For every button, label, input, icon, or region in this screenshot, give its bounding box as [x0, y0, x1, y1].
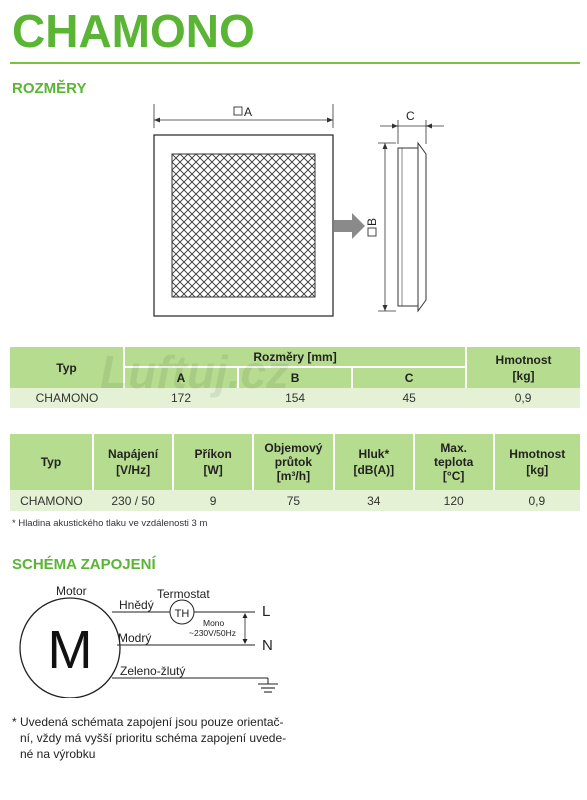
table2-cell-power-supply: 230 / 50: [111, 493, 155, 508]
voltage-label: ~230V/50Hz: [189, 628, 237, 638]
thermostat-symbol: TH: [175, 608, 190, 620]
table2-header-type: Typ: [10, 434, 94, 490]
section-wiring-heading: SCHÉMA ZAPOJENÍ: [12, 556, 156, 573]
motor-label: Motor: [56, 584, 87, 598]
dimension-c-label: C: [406, 109, 415, 123]
table1-header-group: Rozměry [mm]: [123, 347, 468, 368]
table1-header-c: C: [352, 367, 468, 388]
table1-header-type: Typ: [10, 347, 125, 388]
dimension-a-label: A: [244, 105, 252, 119]
table2-cell-weight: 0,9: [528, 493, 546, 508]
wiring-diagram: M TH: [19, 597, 278, 698]
table2-header-power: Příkon[W]: [173, 434, 254, 490]
line-terminal-label: L: [262, 603, 271, 620]
table2-cell-power: 9: [209, 493, 217, 508]
table-row: CHAMONO 172 154 45 0,9: [10, 388, 580, 408]
thermostat-label: Termostat: [157, 587, 210, 601]
table1-header-b: B: [238, 367, 354, 388]
table1-cell-a: 172: [170, 391, 192, 405]
table2-header-weight: Hmotnost[kg]: [509, 447, 566, 477]
title-divider: [10, 62, 580, 64]
table1-cell-weight: 0,9: [514, 391, 532, 405]
section-dimensions-heading: ROZMĚRY: [12, 80, 87, 97]
table-row: CHAMONO 230 / 50 9 75 34 120 0,9: [10, 490, 580, 511]
wiring-notice: * Uvedená schémata zapojení jsou pouze o…: [12, 715, 287, 761]
table2-cell-noise: 34: [367, 493, 381, 508]
dimension-b-label: B: [365, 218, 379, 226]
table2-header-max-temp: Max.teplota[°C]: [413, 434, 495, 490]
brown-wire-label: Hnědý: [119, 598, 154, 612]
mono-label: Mono: [203, 618, 225, 628]
table1-cell-type: CHAMONO: [35, 391, 99, 405]
dimension-drawing: A B C: [153, 104, 444, 317]
table2-cell-max-temp: 120: [443, 493, 464, 508]
green-yellow-wire-label: Zeleno-žlutý: [120, 664, 186, 678]
page-title: CHAMONO: [12, 5, 255, 57]
table2-header-noise: Hluk*[dB(A)]: [333, 434, 415, 490]
table2-header-power-supply: Napájení[V/Hz]: [92, 434, 175, 490]
dimensions-table: Typ Rozměry [mm] Hmotnost [kg] A B C CHA…: [10, 347, 580, 408]
noise-footnote: * Hladina akustického tlaku ve vzdálenos…: [12, 518, 208, 529]
table1-cell-c: 45: [402, 391, 416, 405]
neutral-terminal-label: N: [262, 637, 273, 654]
table1-header-weight: Hmotnost [kg]: [466, 347, 580, 388]
watermark: Luftuj.cz: [100, 346, 290, 398]
table1-cell-b: 154: [285, 391, 306, 405]
table2-cell-airflow: 75: [286, 493, 301, 508]
table2-cell-type: CHAMONO: [20, 493, 83, 508]
motor-symbol: M: [48, 620, 93, 680]
table1-header-a: A: [123, 367, 240, 388]
blue-wire-label: Modrý: [118, 631, 152, 645]
